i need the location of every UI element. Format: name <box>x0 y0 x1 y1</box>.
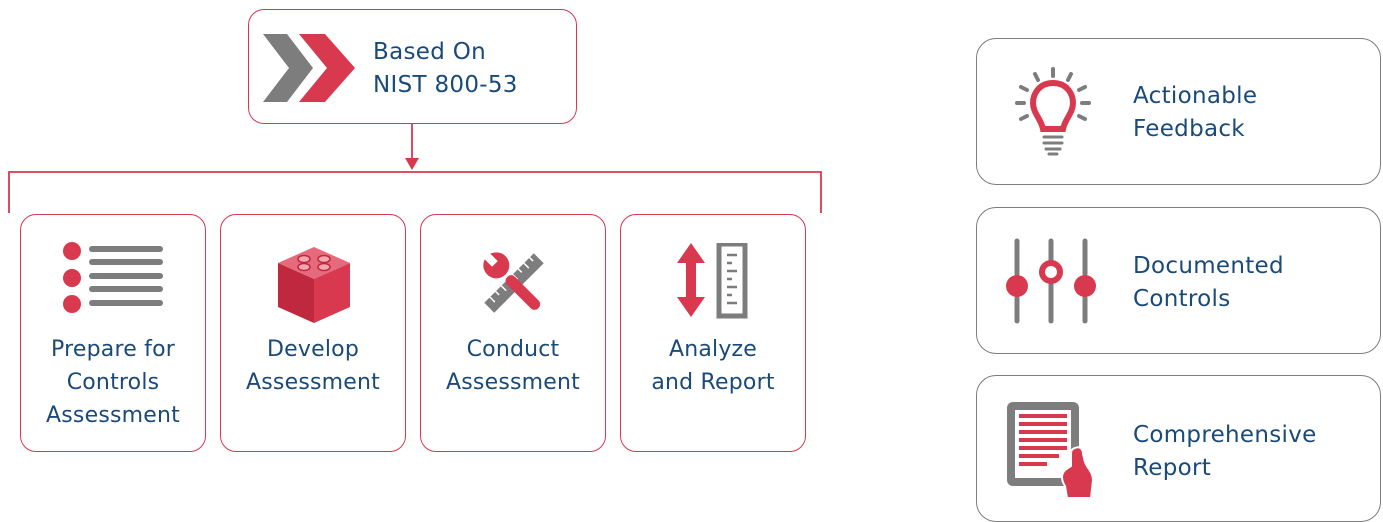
step-prepare-card: Prepare for Controls Assessment <box>20 214 206 452</box>
tools-icon <box>483 252 544 313</box>
step-develop-line-1: Develop <box>267 337 359 362</box>
feature-documented-line-1: Documented <box>1133 253 1284 279</box>
step-prepare-line-2: Controls <box>66 370 160 395</box>
step-develop-card: Develop Assessment <box>220 214 406 452</box>
feature-actionable-line-2: Feedback <box>1133 116 1245 142</box>
step-analyze-label: Analyze and Report <box>621 333 805 399</box>
feature-actionable-feedback-label: Actionable Feedback <box>1133 80 1257 146</box>
feature-comprehensive-line-1: Comprehensive <box>1133 422 1317 448</box>
step-conduct-line-1: Conduct <box>466 337 560 362</box>
feature-comprehensive-report-card: Comprehensive Report <box>976 375 1381 522</box>
step-prepare-label: Prepare for Controls Assessment <box>21 333 205 432</box>
step-conduct-label: Conduct Assessment <box>421 333 605 399</box>
step-analyze-card: Analyze and Report <box>620 214 806 452</box>
step-analyze-line-1: Analyze <box>668 337 758 362</box>
report-tablet-icon <box>1007 402 1095 499</box>
based-on-nist-box: Based On NIST 800-53 <box>248 9 577 124</box>
step-conduct-line-2: Assessment <box>446 370 580 395</box>
step-develop-label: Develop Assessment <box>221 333 405 399</box>
step-prepare-line-3: Assessment <box>46 403 180 428</box>
sliders-icon <box>1006 238 1096 324</box>
step-conduct-card: Conduct Assessment <box>420 214 606 452</box>
list-icon <box>63 242 163 313</box>
feature-documented-controls-label: Documented Controls <box>1133 250 1284 316</box>
feature-documented-controls-card: Documented Controls <box>976 207 1381 354</box>
step-prepare-line-1: Prepare for <box>51 337 175 362</box>
step-develop-line-2: Assessment <box>246 370 380 395</box>
lightbulb-icon <box>1015 67 1091 156</box>
double-chevron-icon <box>263 34 355 102</box>
based-on-line-1: Based On <box>373 39 486 65</box>
feature-comprehensive-report-label: Comprehensive Report <box>1133 419 1317 485</box>
based-on-label: Based On NIST 800-53 <box>373 36 518 102</box>
based-on-line-2: NIST 800-53 <box>373 72 518 98</box>
lego-block-icon <box>278 247 350 323</box>
step-analyze-line-2: and Report <box>651 370 775 395</box>
feature-documented-line-2: Controls <box>1133 286 1231 312</box>
measure-icon <box>677 243 748 319</box>
feature-comprehensive-line-2: Report <box>1133 455 1212 481</box>
feature-actionable-feedback-card: Actionable Feedback <box>976 38 1381 185</box>
feature-actionable-line-1: Actionable <box>1133 83 1258 109</box>
connector-bracket <box>8 124 822 213</box>
